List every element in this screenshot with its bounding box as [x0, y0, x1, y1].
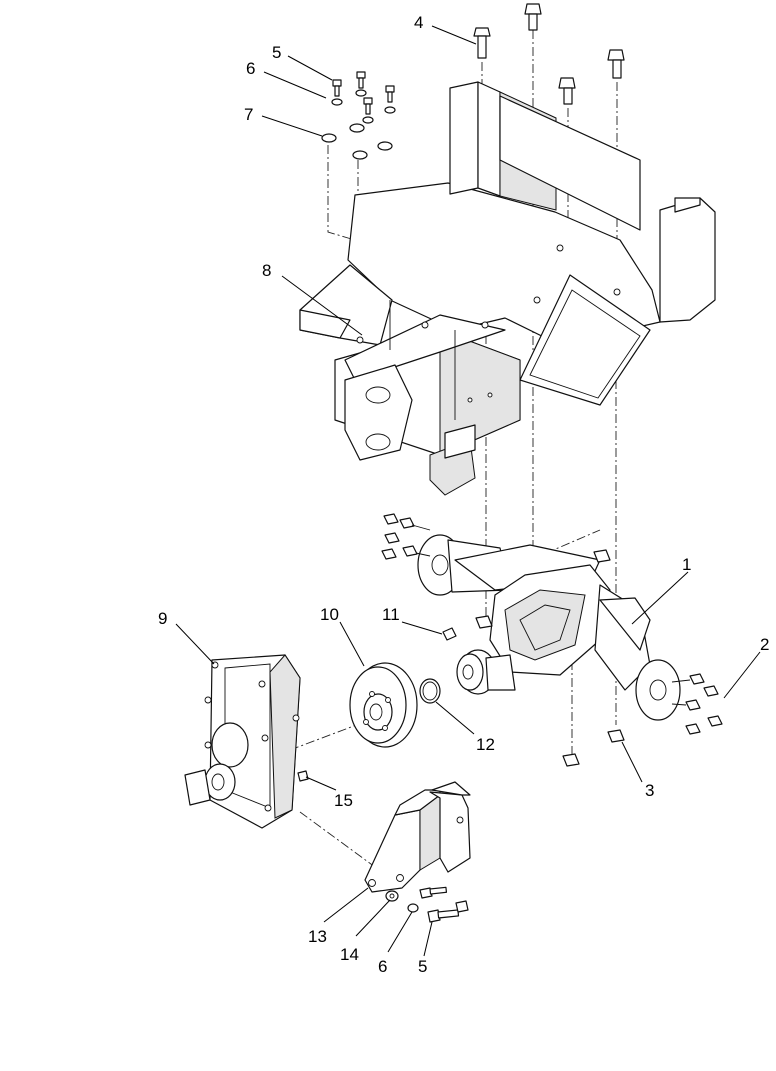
gearbox [184, 654, 301, 829]
callout-6-top: 6 [246, 59, 255, 78]
frame-bolts [321, 3, 625, 160]
bolt-item-5-a [332, 79, 342, 97]
axle-nuts-right [671, 673, 723, 735]
callout-1: 1 [682, 555, 691, 574]
pulley [349, 662, 418, 748]
callout-3: 3 [645, 781, 654, 800]
axle-nuts-left [381, 513, 431, 560]
callout-12: 12 [476, 735, 495, 754]
bracket-hardware [385, 886, 469, 923]
callout-13: 13 [308, 927, 327, 946]
axle-mount-nuts [475, 549, 625, 767]
callout-15: 15 [334, 791, 353, 810]
bolt-item-5-d [363, 97, 373, 115]
bolt-item-5-c [385, 85, 395, 103]
main-frame [299, 81, 716, 496]
callout-2: 2 [760, 635, 769, 654]
bolt-item-4 [473, 27, 491, 59]
callout-5-top: 5 [272, 43, 281, 62]
set-screw-item-15 [297, 770, 309, 782]
rear-axle [417, 534, 681, 721]
snap-ring-item-12 [419, 678, 441, 704]
callout-6-bottom: 6 [378, 957, 387, 976]
gearbox-bracket [364, 781, 471, 893]
callout-7: 7 [244, 105, 253, 124]
callout-11: 11 [382, 605, 400, 624]
callout-10: 10 [320, 605, 339, 624]
callout-5-bottom: 5 [418, 957, 427, 976]
key-item-11 [442, 627, 457, 641]
callout-8: 8 [262, 261, 271, 280]
callout-labels: 1 2 3 4 5 6 7 8 9 10 11 12 13 14 15 6 5 [158, 13, 769, 976]
bolt-right-1 [558, 77, 576, 105]
callout-9: 9 [158, 609, 167, 628]
callout-14: 14 [340, 945, 359, 964]
bolt-item-5-b [356, 71, 366, 89]
bolt-right-2 [607, 49, 625, 79]
callout-4: 4 [414, 13, 423, 32]
leader-lines [175, 25, 761, 957]
bolt-top-center [524, 3, 542, 31]
